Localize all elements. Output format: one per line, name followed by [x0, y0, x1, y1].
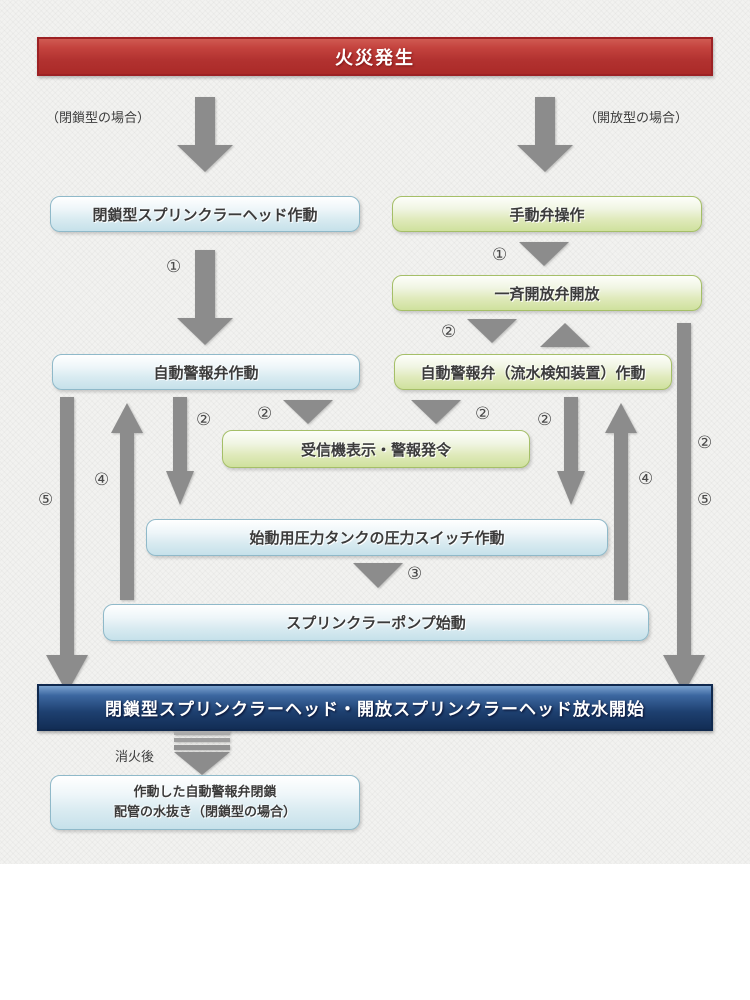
triangle-deluge-to-flow-valve-down — [467, 319, 517, 346]
step-label-2-receiver-right: ② — [475, 404, 491, 424]
post-fire-line1: 作動した自動警報弁閉鎖 — [133, 784, 277, 800]
triangle-alarm-to-receiver — [283, 400, 333, 427]
box-deluge-valve-open: 一斉開放弁開放 — [392, 275, 702, 311]
arrow-alarm-to-discharge-left — [46, 397, 88, 693]
box-alarm-valve-activation: 自動警報弁作動 — [52, 354, 360, 390]
step-label-2-receiver-left: ② — [257, 404, 273, 424]
box-flow-detection-activation: 自動警報弁（流水検知装置）作動 — [394, 354, 672, 390]
arrow-alarm-to-pressure-switch — [166, 397, 194, 505]
step-label-2-left-arrow: ② — [196, 410, 212, 430]
triangle-pressure-to-pump — [353, 563, 403, 591]
step-label-4-left: ④ — [94, 470, 110, 490]
step-label-2-deluge: ② — [441, 322, 457, 342]
arrow-deluge-to-discharge-right — [663, 323, 705, 693]
step-label-2-right-arrow: ② — [537, 410, 553, 430]
case-label-closed: （閉鎖型の場合） — [46, 111, 151, 126]
step-label-2-far-right: ② — [697, 433, 713, 453]
step-label-1-left: ① — [166, 257, 182, 277]
box-receiver-display-alarm: 受信機表示・警報発令 — [222, 430, 530, 468]
step-label-1-right: ① — [492, 245, 508, 265]
triangle-flow-to-receiver — [411, 400, 461, 427]
step-label-3: ③ — [407, 564, 423, 584]
triangle-manual-to-deluge — [519, 242, 569, 269]
triangle-flow-valve-to-deluge-up — [540, 320, 590, 347]
box-pressure-switch-activation: 始動用圧力タンクの圧力スイッチ作動 — [146, 519, 608, 556]
arrow-pump-to-flow-up-right — [605, 400, 637, 600]
box-manual-valve-operation: 手動弁操作 — [392, 196, 702, 232]
step-label-5-far-right: ⑤ — [697, 490, 713, 510]
box-post-fire-actions: 作動した自動警報弁閉鎖 配管の水抜き（閉鎖型の場合） — [50, 775, 360, 830]
box-closed-head-activation: 閉鎖型スプリンクラーヘッド作動 — [50, 196, 360, 232]
arrow-pump-to-alarm-up-left — [111, 400, 143, 600]
post-fire-line2: 配管の水抜き（閉鎖型の場合） — [113, 804, 296, 820]
arrow-closed-head-to-alarm-valve — [177, 250, 233, 345]
step-label-4-right: ④ — [638, 469, 654, 489]
case-label-open: （開放型の場合） — [584, 111, 689, 126]
discharge-banner: 閉鎖型スプリンクラーヘッド・開放スプリンクラーヘッド放水開始 — [37, 684, 713, 731]
striped-arrow-after-extinguish — [173, 731, 231, 775]
arrow-flow-to-pressure-switch — [557, 397, 585, 505]
after-fire-label: 消火後 — [115, 750, 155, 765]
fire-occurrence-header: 火災発生 — [37, 37, 713, 76]
box-pump-start: スプリンクラーポンプ始動 — [103, 604, 649, 641]
arrow-fire-to-closed-head — [177, 97, 233, 172]
arrow-fire-to-manual-valve — [517, 97, 573, 172]
step-label-5-left: ⑤ — [38, 490, 54, 510]
